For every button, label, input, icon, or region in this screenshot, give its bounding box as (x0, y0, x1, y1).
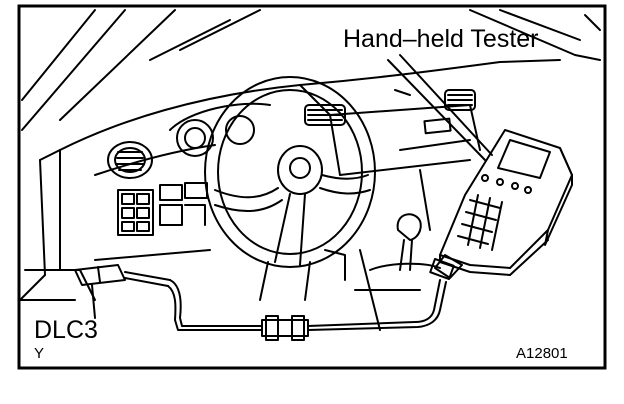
tester-label: Hand–held Tester (343, 25, 539, 53)
windshield (21, 9, 601, 131)
figure-code: A12801 (516, 345, 568, 362)
switch-panel (117, 182, 208, 236)
tester-leader-line (399, 54, 493, 156)
instrument-cluster (169, 102, 271, 157)
left-air-vent (107, 141, 153, 179)
tester-leader-line-2 (387, 59, 486, 161)
shift-lever (324, 213, 441, 331)
hand-held-tester-drawing (429, 129, 573, 280)
dlc3-label: DLC3 (34, 316, 98, 344)
dlc3-connector-drawing (74, 264, 171, 319)
cable (167, 279, 447, 341)
corner-mark: Y (34, 345, 45, 362)
steering-wheel (204, 76, 376, 301)
figure-border (17, 4, 607, 370)
center-air-vent (304, 89, 476, 126)
dashboard (19, 59, 561, 301)
